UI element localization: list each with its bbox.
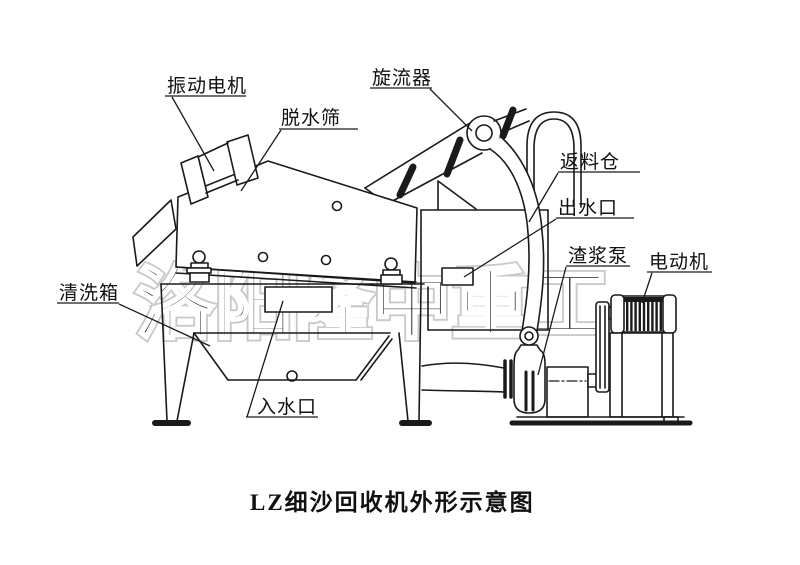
- suction-pipe: [421, 359, 513, 399]
- caption: LZ细沙回收机外形示意图: [250, 489, 535, 515]
- leader-dewatering-screen: [240, 129, 282, 192]
- label-slurry-pump: 渣浆泵: [568, 245, 628, 267]
- water-outlet-box: [441, 267, 474, 286]
- label-return-bin: 返料仓: [560, 151, 620, 173]
- bearing-housing: [546, 366, 598, 418]
- electric-motor: [610, 294, 677, 334]
- dewatering-screen: [132, 160, 418, 289]
- feed-pipe: [489, 136, 545, 332]
- cyclone-flange-band: [443, 136, 464, 178]
- label-water-inlet: 入水口: [257, 396, 317, 418]
- leader-cyclone: [429, 88, 473, 132]
- label-cyclone: 旋流器: [372, 67, 432, 89]
- motor-fins: [626, 302, 662, 331]
- return-bin-arch: [526, 111, 582, 209]
- drain-hole: [286, 370, 298, 382]
- water-inlet-box: [264, 286, 333, 313]
- pump-base: [509, 416, 693, 426]
- label-vibration-motor: 振动电机: [167, 75, 247, 97]
- labels: 振动电机 脱水筛 旋流器 返料仓 出水口 渣浆泵 电动机 清洗箱 入水口: [59, 67, 709, 418]
- motor-stand: [609, 332, 679, 423]
- cyclone-flange-band: [396, 163, 417, 199]
- label-electric-motor: 电动机: [649, 251, 709, 273]
- leader-slurry-pump: [537, 266, 567, 376]
- label-dewatering-screen: 脱水筛: [281, 107, 341, 129]
- belt-guard: [595, 301, 613, 393]
- leader-water-inlet: [246, 300, 284, 418]
- label-water-outlet: 出水口: [558, 197, 618, 219]
- overflow-pipe-flange: [499, 106, 517, 140]
- leader-electric-motor: [641, 272, 653, 304]
- leader-lines: [57, 87, 712, 418]
- leader-water-outlet: [463, 218, 557, 278]
- leader-washing-tank: [118, 303, 211, 347]
- feed-end-plate: [132, 199, 177, 267]
- slurry-pump: [513, 326, 546, 414]
- support-spring-left: [186, 250, 212, 283]
- label-washing-tank: 清洗箱: [59, 282, 119, 304]
- leader-vibration-motor: [171, 96, 215, 172]
- vibration-motor: [180, 134, 259, 205]
- support-spring-right: [380, 257, 403, 285]
- washing-tank: [152, 267, 474, 426]
- leader-return-bin: [528, 172, 559, 223]
